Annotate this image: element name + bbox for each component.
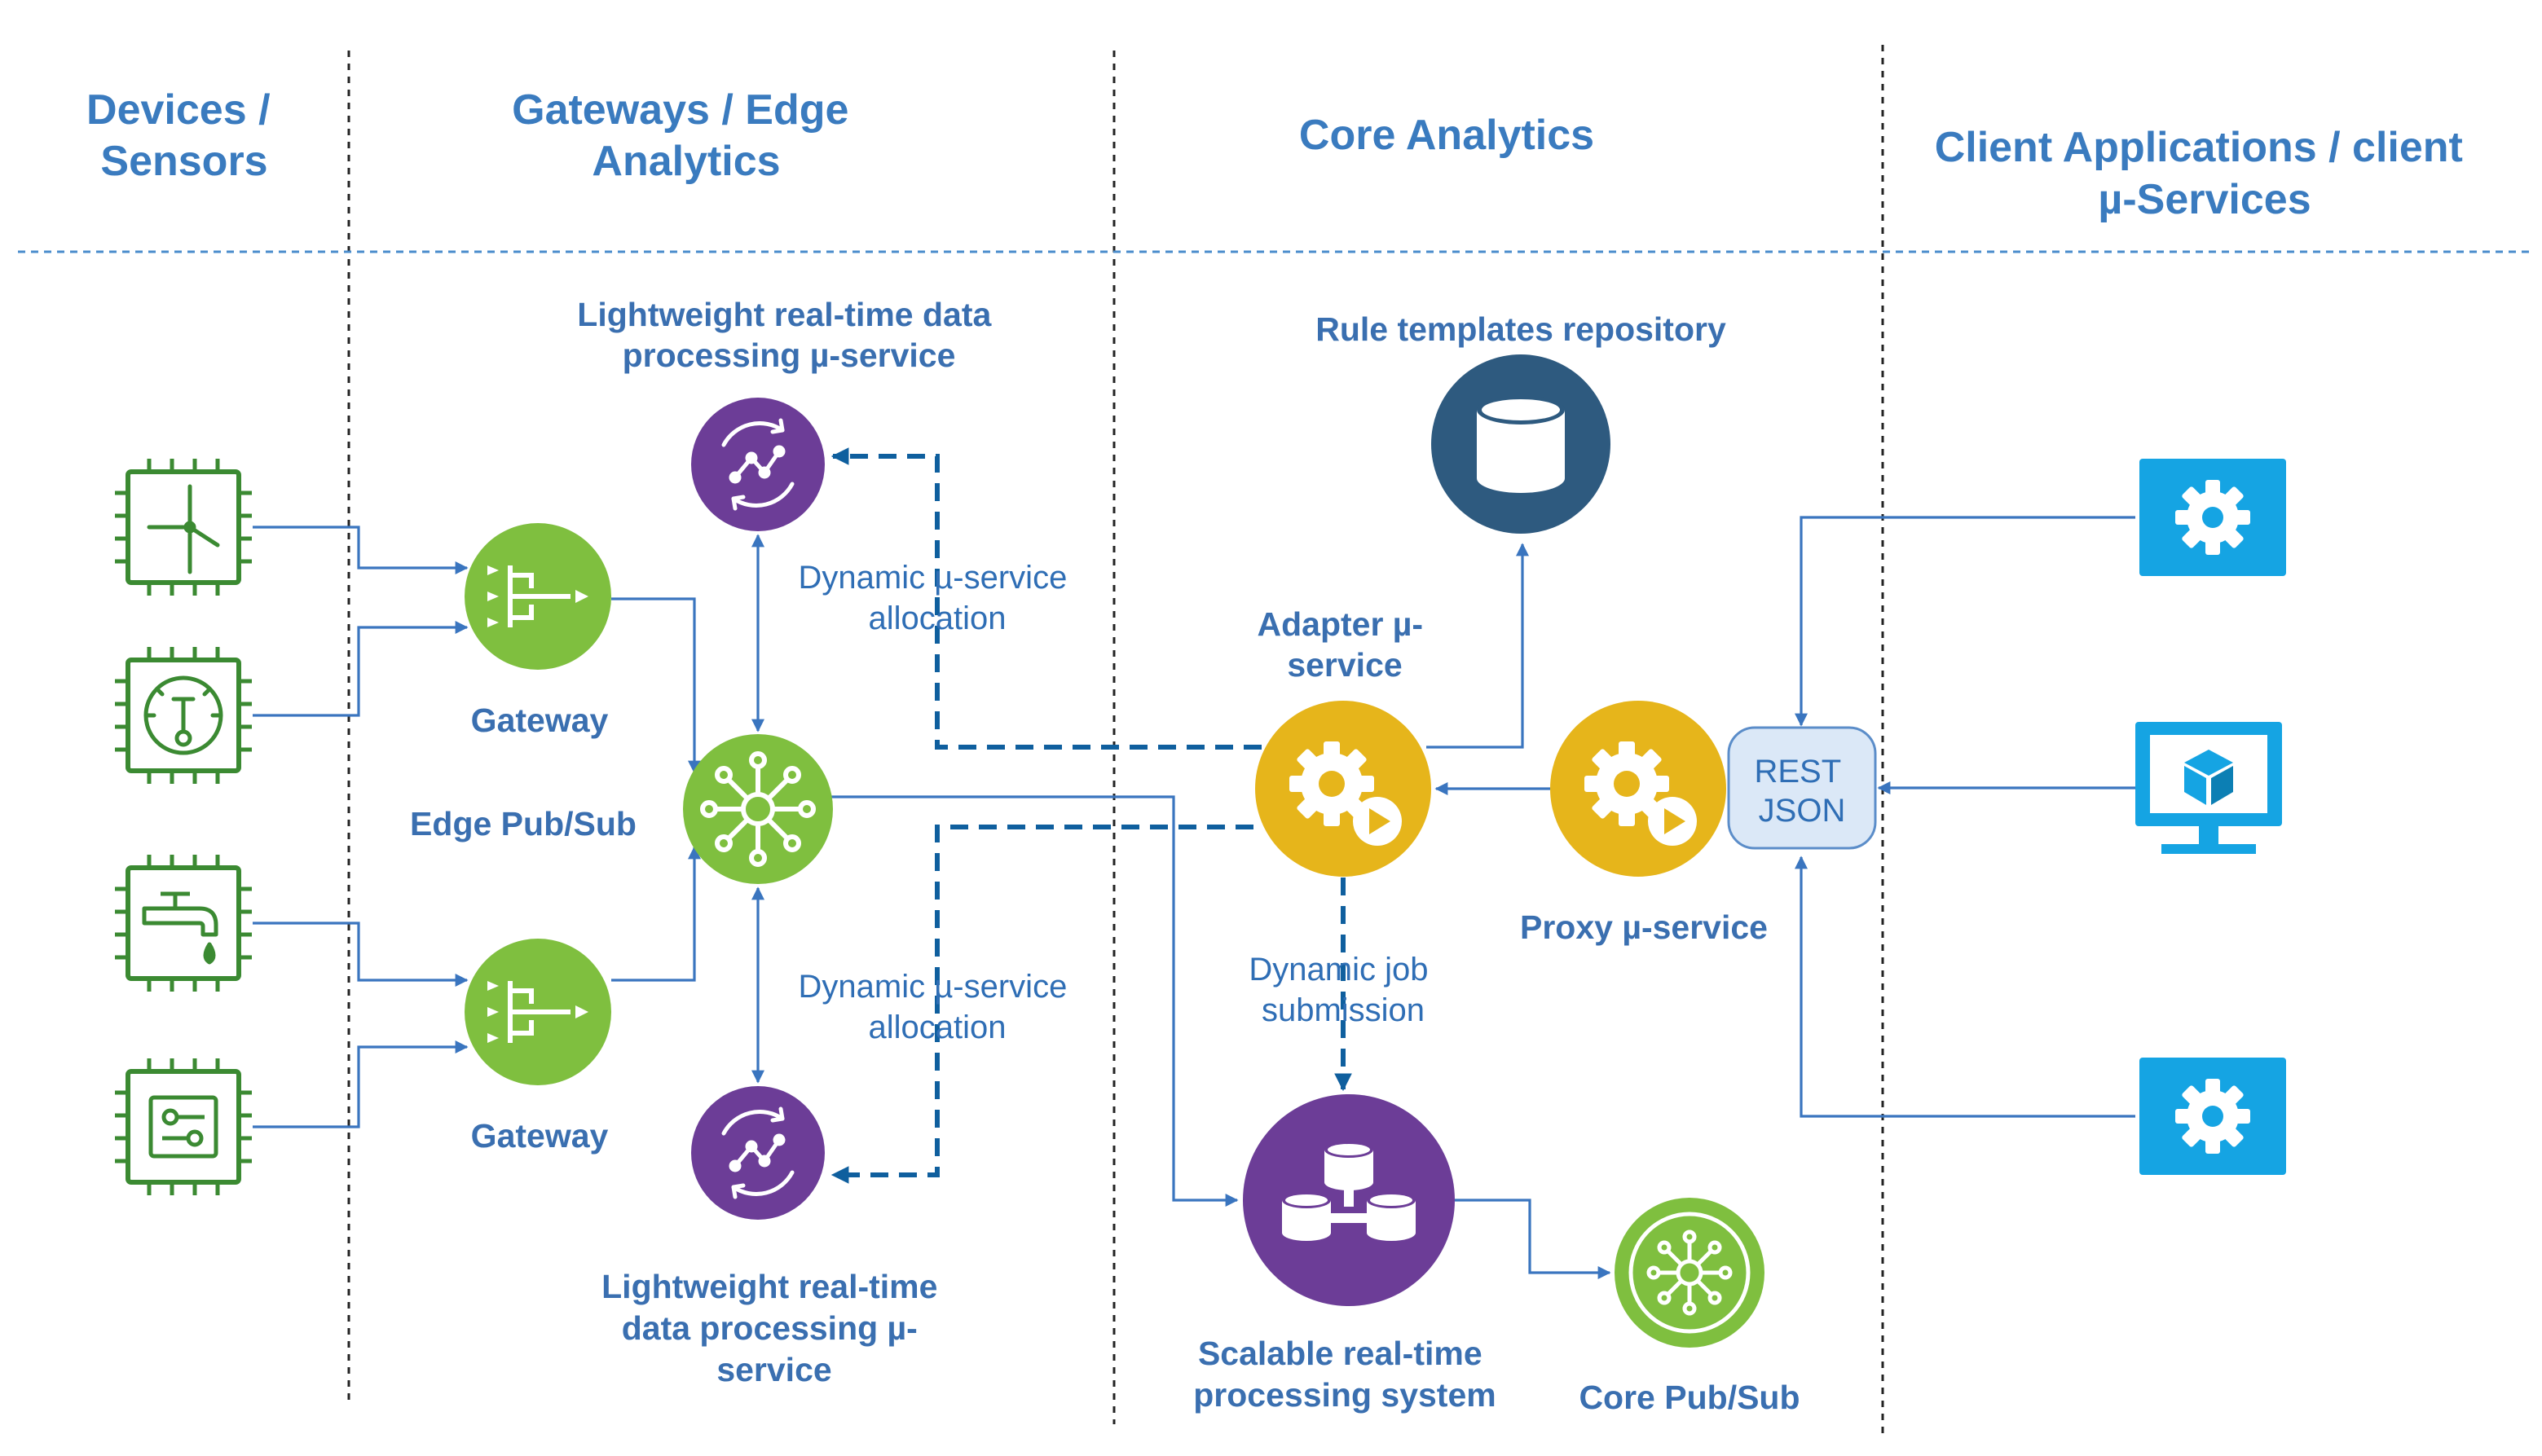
rest-json-endpoint[interactable]: REST JSON <box>1727 726 1877 850</box>
water-tap-icon <box>142 891 218 965</box>
core-pubsub[interactable] <box>1615 1198 1764 1348</box>
proxy-label: Proxy µ-service <box>1520 908 1768 946</box>
hub-icon <box>1646 1229 1733 1316</box>
header-core: Core Analytics <box>1299 112 1594 159</box>
gateway-icon <box>487 565 588 627</box>
gateway-top-label: Gateway <box>471 702 609 739</box>
rule-repo-label: Rule templates repository <box>1315 310 1726 348</box>
allocation-note-bottom: Dynamic µ-service allocation <box>799 969 1077 1045</box>
rest-json-label: REST JSON <box>1754 754 1849 829</box>
edge-pubsub[interactable] <box>683 734 833 884</box>
cube-icon <box>2184 750 2233 805</box>
proxy-service[interactable] <box>1550 701 1726 877</box>
adapter-service[interactable] <box>1255 701 1431 877</box>
dashed-links <box>830 447 1352 1184</box>
client-service-bottom[interactable] <box>2139 1058 2286 1175</box>
header-devices: Devices / Sensors <box>86 86 282 185</box>
client-service-top[interactable] <box>2139 459 2286 576</box>
hub-icon <box>700 751 816 867</box>
job-submission-note: Dynamic job submission <box>1249 952 1437 1028</box>
circuit-sensor <box>115 1058 252 1195</box>
solid-links <box>253 516 2135 1279</box>
gear-icon <box>2175 1079 2250 1154</box>
header-gateways: Gateways / Edge Analytics <box>512 86 861 185</box>
allocation-note-top: Dynamic µ-service allocation <box>799 560 1077 636</box>
gateway-bottom[interactable] <box>465 939 611 1085</box>
gear-icon <box>2175 480 2250 555</box>
gear-play-icon <box>1584 741 1697 846</box>
circuit-board-icon <box>148 1095 218 1159</box>
column-dividers <box>18 45 2531 1434</box>
analytics-cycle-icon <box>721 1106 795 1199</box>
gateway-icon <box>487 981 588 1043</box>
gauge-icon <box>143 675 223 755</box>
gateway-top[interactable] <box>465 523 611 670</box>
adapter-label: Adapter µ- service <box>1258 605 1433 684</box>
lightweight-bottom-label: Lightweight real-time data processing µ-… <box>601 1268 947 1388</box>
database-icon <box>1477 395 1565 493</box>
client-application[interactable] <box>2135 722 2282 854</box>
water-tap-sensor <box>115 855 252 992</box>
scalable-processing-system[interactable] <box>1243 1094 1455 1306</box>
distributed-database-icon <box>1282 1141 1416 1241</box>
analytics-cycle-icon <box>721 418 795 511</box>
wind-turbine-icon <box>147 484 220 574</box>
gauge-sensor <box>115 647 252 784</box>
rule-templates-repository[interactable] <box>1431 354 1610 534</box>
header-clients: Client Applications / client µ-Services <box>1935 124 2475 223</box>
gear-play-icon <box>1289 741 1402 846</box>
core-pubsub-label: Core Pub/Sub <box>1579 1379 1800 1416</box>
lightweight-processor-bottom[interactable] <box>691 1086 825 1220</box>
lightweight-processor-top[interactable] <box>691 398 825 531</box>
gateway-bottom-label: Gateway <box>471 1117 609 1155</box>
scalable-label: Scalable real-time processing system <box>1193 1335 1496 1414</box>
wind-turbine-sensor <box>115 459 252 596</box>
lightweight-top-label: Lightweight real-time data processing µ-… <box>577 296 1000 374</box>
edge-pubsub-label: Edge Pub/Sub <box>410 805 637 842</box>
